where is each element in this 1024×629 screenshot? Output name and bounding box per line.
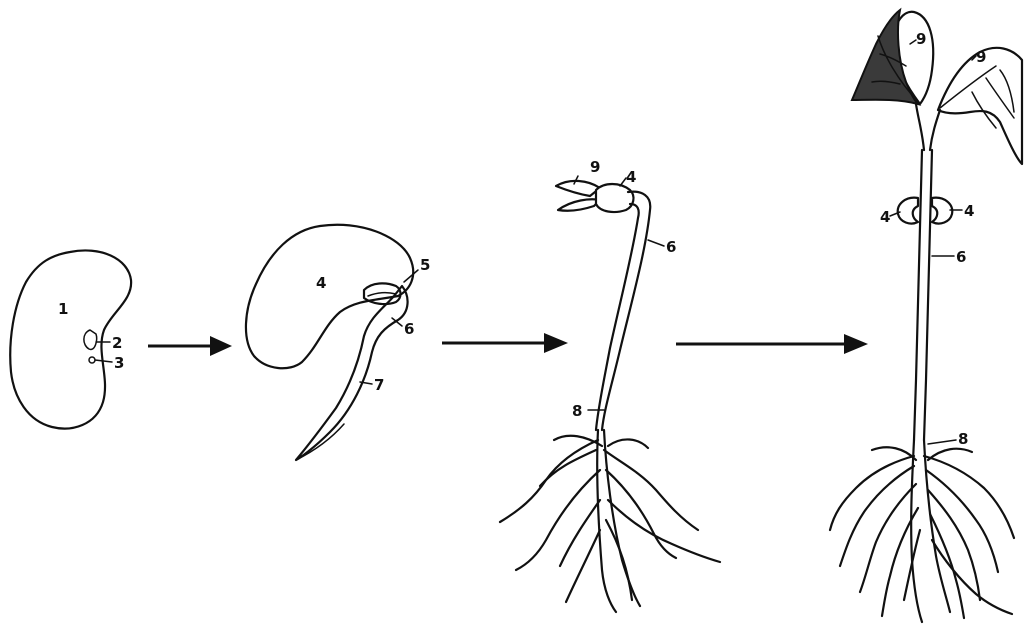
leader-mature-8	[928, 440, 956, 444]
arrow-3	[676, 334, 868, 354]
label-seed-3: 3	[114, 354, 124, 372]
label-mature-8: 8	[958, 430, 968, 448]
label-young-4: 4	[626, 168, 636, 186]
mature-stem-right	[924, 150, 932, 440]
label-young-6: 6	[666, 238, 676, 256]
mature-petiole-left	[916, 104, 924, 150]
stage-seed: 1 2 3	[10, 250, 131, 428]
mature-cotyledon-left	[898, 198, 918, 224]
leader-3	[95, 360, 112, 362]
arrow-2	[442, 333, 568, 353]
young-leaf-lower	[558, 199, 600, 210]
mature-root-system	[830, 440, 1014, 622]
label-seed-1: 1	[58, 300, 68, 318]
germ-cotyledon-outline	[246, 225, 413, 369]
young-root-system	[500, 430, 720, 612]
seed-hilum	[84, 330, 97, 349]
young-leaf-upper	[556, 181, 600, 196]
label-mature-9a: 9	[916, 30, 926, 48]
stage-young-seedling: 9 4 6 8	[500, 158, 720, 612]
label-germ-4: 4	[316, 274, 326, 292]
label-germ-6: 6	[404, 320, 414, 338]
label-mature-9b: 9	[976, 48, 986, 66]
mature-cotyledon-right	[932, 198, 952, 224]
label-young-9: 9	[590, 158, 600, 176]
young-hypocotyl	[602, 192, 650, 430]
arrow-1	[148, 336, 232, 356]
label-young-8: 8	[572, 402, 582, 420]
label-germ-5: 5	[420, 256, 430, 274]
stage-mature-seedling: 9 9 4 4 6 8	[830, 10, 1022, 622]
label-mature-4b: 4	[964, 202, 974, 220]
leader-young-6	[648, 240, 664, 246]
mature-stem-left	[914, 150, 922, 440]
young-hypocotyl-inner	[596, 204, 639, 430]
stage-germinating: 4 5 6 7	[246, 225, 430, 460]
seed-micropyle	[89, 357, 95, 363]
germ-radicle	[296, 286, 408, 460]
label-mature-6: 6	[956, 248, 966, 266]
mature-petiole-right	[930, 110, 940, 150]
young-cotyledon	[596, 184, 633, 212]
label-mature-4a: 4	[880, 208, 890, 226]
germ-plumule-fold	[368, 293, 396, 296]
label-seed-2: 2	[112, 334, 122, 352]
label-germ-7: 7	[374, 376, 384, 394]
